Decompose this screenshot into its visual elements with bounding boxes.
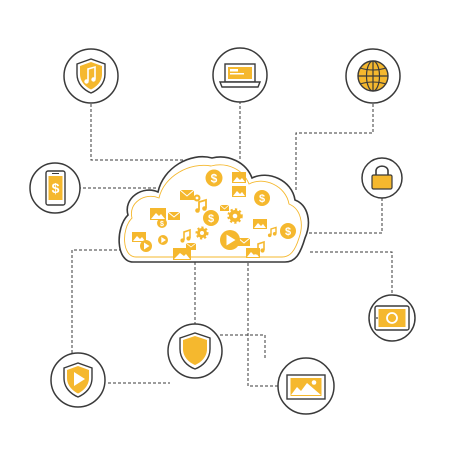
gear-icon bbox=[227, 208, 243, 224]
smartphone-dollar-icon: $ bbox=[45, 170, 66, 206]
dollar-coin-icon: $ bbox=[280, 223, 296, 239]
connector-shield-to-photo bbox=[220, 334, 266, 360]
svg-text:$: $ bbox=[259, 193, 265, 205]
connector-tablet bbox=[310, 251, 393, 295]
node-shield bbox=[167, 323, 223, 379]
cloud-inner-outline bbox=[124, 164, 302, 258]
node-smartphone-dollar: $ bbox=[29, 162, 81, 214]
play-button-icon bbox=[220, 230, 240, 250]
music-note-icon bbox=[180, 228, 191, 243]
svg-text:$: $ bbox=[52, 180, 60, 196]
image-icon bbox=[232, 186, 246, 197]
connector-shield-play bbox=[71, 249, 122, 355]
envelope-icon bbox=[167, 211, 181, 220]
music-note-icon bbox=[195, 198, 207, 213]
shield-play-icon bbox=[63, 362, 93, 398]
image-icon bbox=[150, 208, 166, 220]
image-icon bbox=[253, 219, 267, 229]
connector-photo-frame bbox=[247, 258, 290, 387]
shield-icon bbox=[179, 332, 211, 370]
gear-icon bbox=[193, 194, 201, 202]
gear-icon bbox=[195, 226, 209, 240]
music-note-icon bbox=[254, 240, 265, 255]
node-padlock bbox=[361, 157, 403, 199]
envelope-icon bbox=[179, 189, 195, 200]
node-globe bbox=[345, 48, 401, 104]
node-shield-music bbox=[63, 48, 119, 104]
photo-frame-icon bbox=[286, 374, 326, 400]
node-laptop bbox=[212, 47, 268, 103]
dollar-coin-icon: $ bbox=[254, 190, 270, 206]
play-button-icon bbox=[158, 235, 168, 245]
node-tablet bbox=[368, 294, 416, 342]
music-note-icon bbox=[267, 226, 277, 238]
svg-text:$: $ bbox=[211, 172, 218, 186]
cloud: $ $ $ $ $ bbox=[118, 155, 310, 263]
dollar-coin-icon: $ bbox=[157, 218, 167, 228]
padlock-icon bbox=[371, 165, 393, 190]
laptop-icon bbox=[218, 63, 262, 88]
globe-icon bbox=[357, 60, 389, 92]
dollar-coin-icon: $ bbox=[203, 210, 219, 226]
image-icon bbox=[132, 232, 146, 242]
connector-globe bbox=[295, 104, 374, 190]
cloud-contents: $ $ $ $ $ bbox=[132, 169, 296, 260]
tablet-icon bbox=[374, 305, 410, 331]
node-shield-play bbox=[50, 352, 106, 408]
dollar-coin-icon: $ bbox=[205, 169, 223, 187]
node-photo-frame bbox=[277, 357, 335, 415]
svg-text:$: $ bbox=[285, 226, 291, 238]
connector-padlock bbox=[307, 198, 383, 234]
envelope-icon bbox=[185, 242, 197, 250]
play-button-icon bbox=[140, 240, 152, 252]
envelope-icon bbox=[219, 204, 230, 211]
envelope-icon bbox=[237, 237, 251, 246]
image-icon bbox=[173, 248, 191, 260]
shield-music-icon bbox=[76, 58, 106, 94]
image-icon bbox=[232, 172, 246, 183]
svg-text:$: $ bbox=[208, 213, 214, 225]
svg-text:$: $ bbox=[160, 221, 164, 228]
